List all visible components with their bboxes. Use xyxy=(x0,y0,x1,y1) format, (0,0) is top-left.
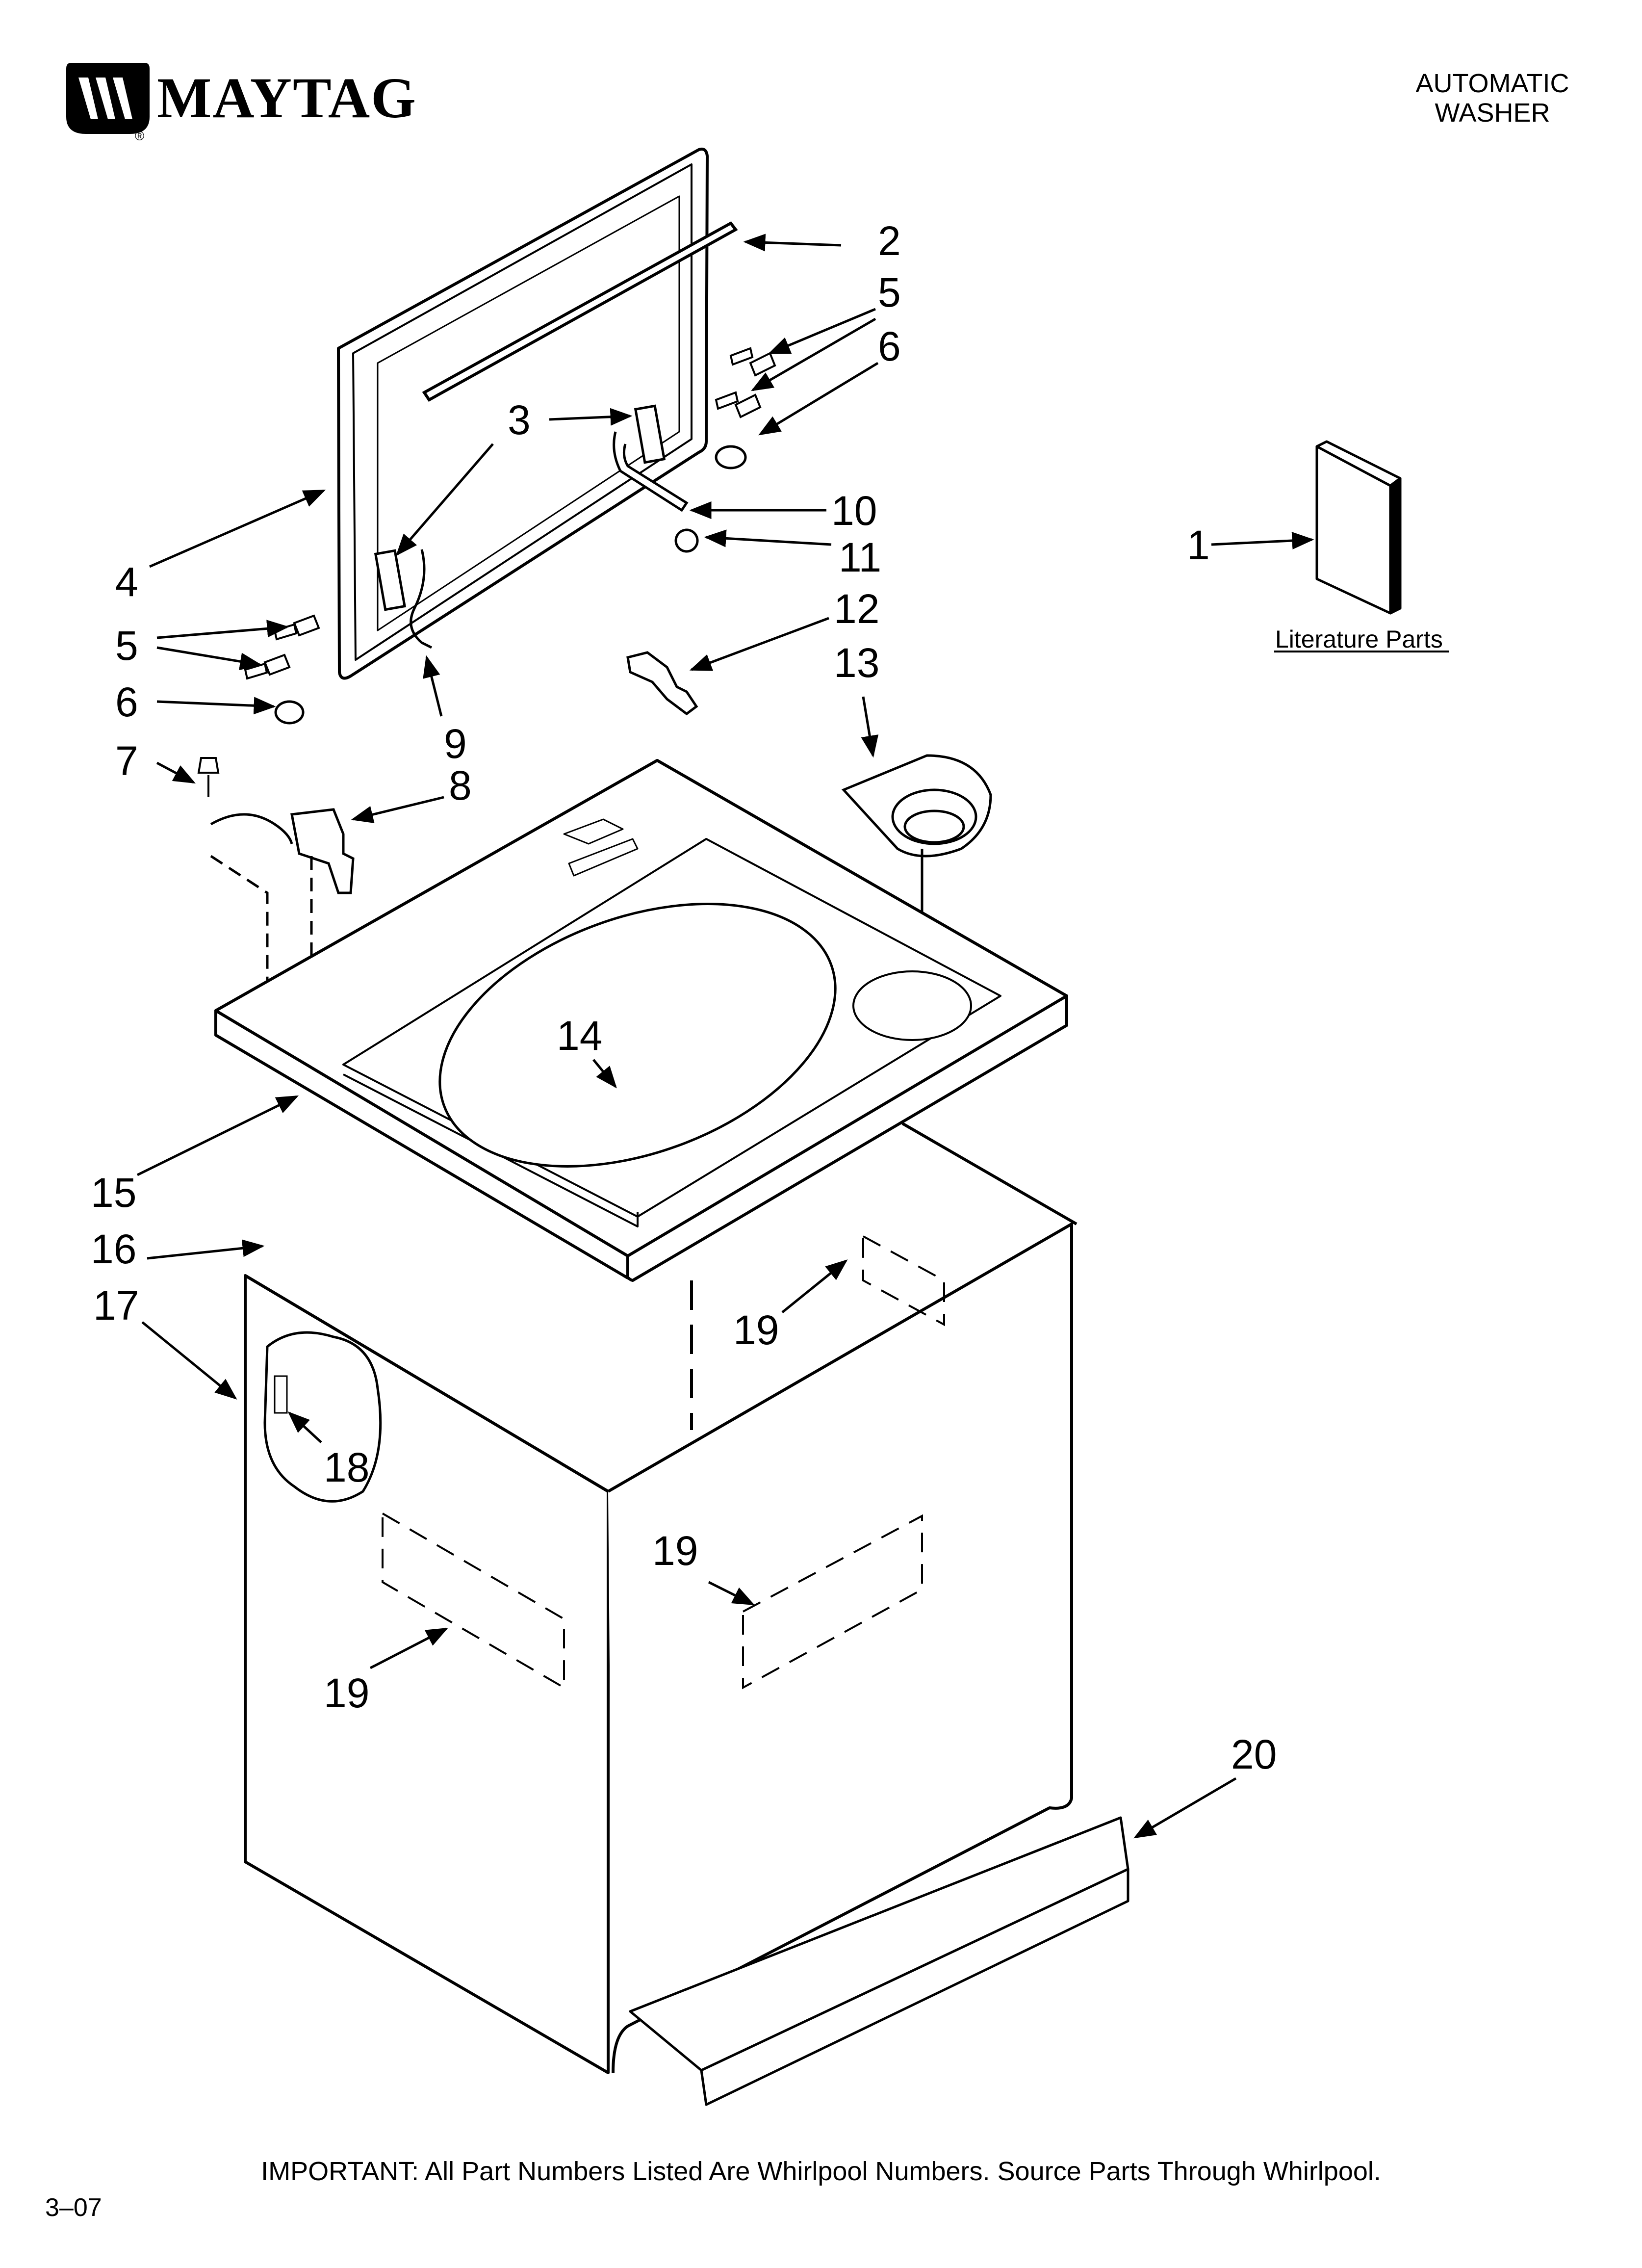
label-placeholders xyxy=(382,1234,945,1690)
callout-5-lower: 5 xyxy=(115,623,138,669)
callout-numbers: 1 2 3 4 5 5 6 6 7 8 9 10 11 12 13 14 15 … xyxy=(91,218,1277,1777)
toe-panel xyxy=(629,1816,1129,2106)
callout-20: 20 xyxy=(1231,1731,1277,1777)
lid-rod xyxy=(422,221,738,402)
callout-15: 15 xyxy=(91,1170,136,1216)
important-note: IMPORTANT: All Part Numbers Listed Are W… xyxy=(261,2157,1381,2186)
brand-name: MAYTAG xyxy=(157,66,417,130)
callout-19-right: 19 xyxy=(652,1528,698,1574)
callout-12: 12 xyxy=(834,586,879,632)
callout-4: 4 xyxy=(115,559,138,605)
callout-8: 8 xyxy=(449,762,472,808)
date-code: 3–07 xyxy=(45,2193,102,2222)
callout-2: 2 xyxy=(878,218,901,264)
callout-6-upper: 6 xyxy=(878,323,901,369)
hinge-parts xyxy=(274,404,747,725)
callout-10: 10 xyxy=(831,488,877,534)
washer-lid xyxy=(337,147,709,680)
callout-11: 11 xyxy=(839,534,881,580)
cabinet-cutaway xyxy=(263,1331,382,1503)
page-title: AUTOMATIC WASHER xyxy=(1404,69,1581,128)
callout-5-upper: 5 xyxy=(878,269,901,315)
hinge-clip xyxy=(626,651,698,716)
callout-7: 7 xyxy=(115,738,138,784)
callout-arrows xyxy=(136,234,1314,1839)
callout-18: 18 xyxy=(324,1444,369,1490)
callout-19-left: 19 xyxy=(324,1670,369,1716)
washer-top xyxy=(214,759,1068,1282)
title-line-1: AUTOMATIC xyxy=(1415,69,1569,98)
literature-parts-label: Literature Parts xyxy=(1275,626,1443,653)
callout-6-lower: 6 xyxy=(115,679,138,725)
bleach-dispenser xyxy=(841,754,992,966)
maytag-logo-mark: ® xyxy=(66,63,150,141)
callout-17: 17 xyxy=(93,1282,139,1329)
callout-3: 3 xyxy=(508,397,531,443)
callout-1: 1 xyxy=(1187,522,1210,568)
registered-mark: ® xyxy=(135,129,144,141)
callout-16: 16 xyxy=(91,1226,136,1272)
callout-19-rear: 19 xyxy=(733,1307,779,1353)
callout-9: 9 xyxy=(444,721,467,767)
callout-13: 13 xyxy=(834,640,879,686)
callout-14: 14 xyxy=(557,1013,602,1059)
literature-book xyxy=(1315,440,1402,615)
title-line-2: WASHER xyxy=(1435,98,1550,128)
